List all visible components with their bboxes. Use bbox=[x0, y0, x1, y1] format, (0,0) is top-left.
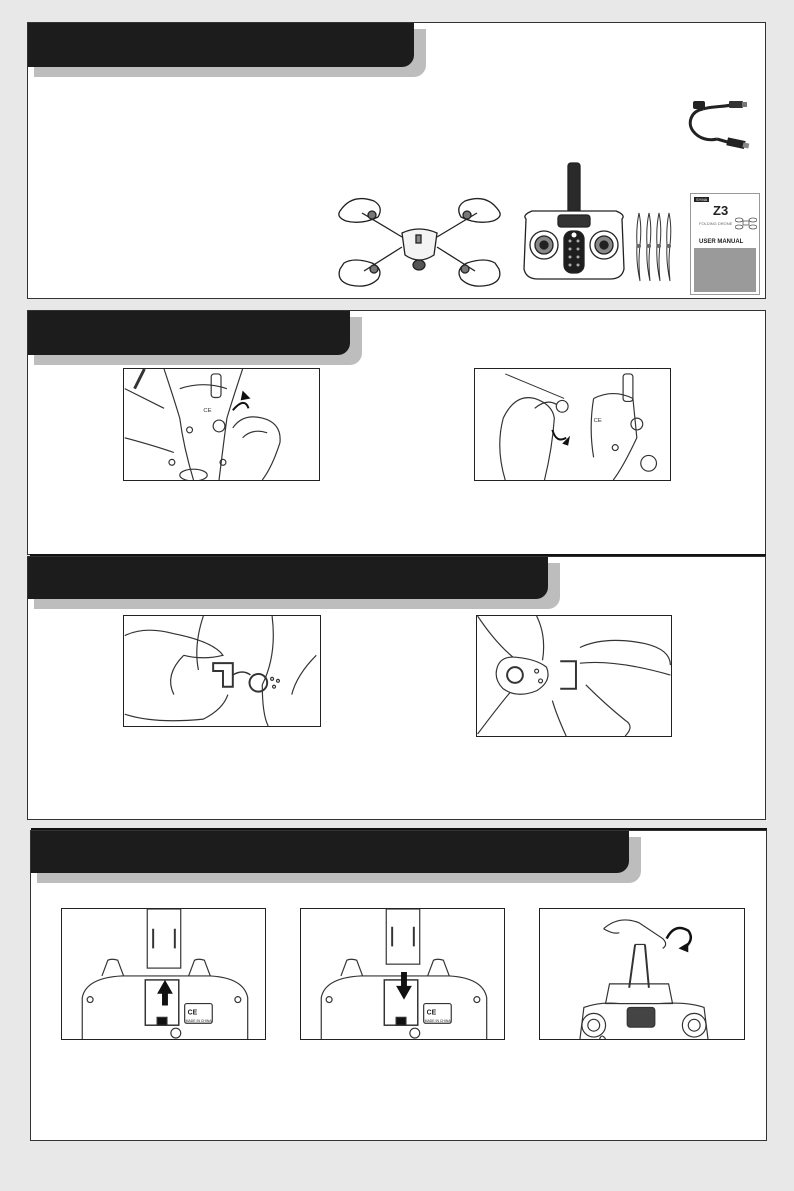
manual-title: USER MANUAL bbox=[699, 239, 744, 245]
svg-text:CE: CE bbox=[594, 418, 602, 424]
made-in-label: MADE IN CHINA bbox=[186, 1019, 213, 1023]
section-banner bbox=[28, 557, 548, 599]
section-banner bbox=[28, 311, 350, 355]
made-in-label: MADE IN CHINA bbox=[425, 1019, 452, 1023]
phone-holder-section: CE MADE IN CHINA CE MADE IN CHINA bbox=[30, 830, 767, 1141]
svg-text:CE: CE bbox=[203, 408, 211, 414]
guard-install-figure-2 bbox=[476, 615, 672, 737]
drone-illustration bbox=[332, 185, 507, 293]
guard-install-figure-1 bbox=[123, 615, 321, 727]
section-banner bbox=[31, 831, 629, 873]
manual-brand-logo: SYMA bbox=[694, 197, 710, 202]
propeller-guard-section bbox=[27, 556, 766, 820]
holder-install-figure-2: CE MADE IN CHINA bbox=[300, 908, 505, 1040]
holder-install-figure-1: CE MADE IN CHINA bbox=[61, 908, 266, 1040]
usb-charging-cable-illustration bbox=[683, 89, 753, 153]
unfold-arm-figure-2: CE bbox=[474, 368, 671, 481]
manual-drone-thumbnail bbox=[735, 216, 757, 230]
ce-mark-label: CE bbox=[188, 1009, 198, 1016]
package-contents-section: SYMA Z3 FOLDING DRONE USER MANUAL bbox=[27, 22, 766, 299]
unfold-arm-figure-1: CE bbox=[123, 368, 320, 481]
remote-controller-illustration bbox=[518, 161, 630, 283]
holder-install-figure-3 bbox=[539, 908, 745, 1040]
manual-text-block bbox=[694, 248, 756, 292]
spare-propellers-illustration bbox=[632, 211, 676, 283]
manual-model-name: Z3 bbox=[713, 203, 729, 218]
section-banner bbox=[28, 23, 414, 67]
user-manual-cover: SYMA Z3 FOLDING DRONE USER MANUAL bbox=[690, 193, 760, 295]
arm-unfold-section: CE CE bbox=[27, 310, 766, 555]
ce-mark-label: CE bbox=[427, 1009, 437, 1016]
manual-subtitle: FOLDING DRONE bbox=[699, 221, 733, 226]
